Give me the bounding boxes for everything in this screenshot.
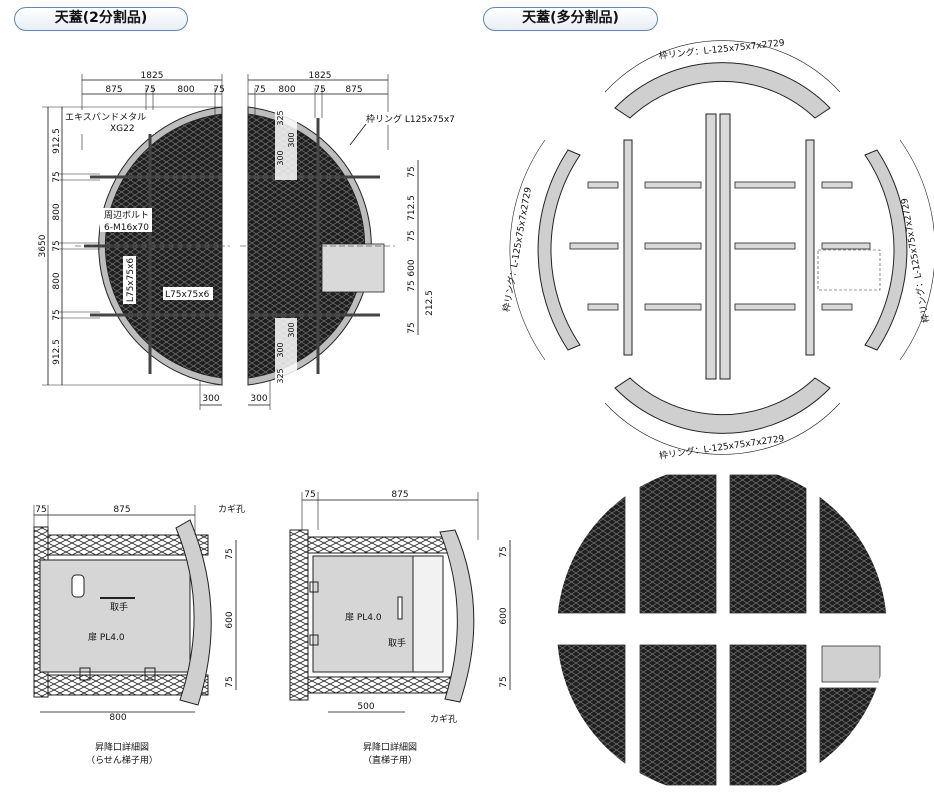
label-expanded-metal-spec: XG22	[110, 124, 135, 134]
dim-label: 75	[35, 505, 46, 515]
dim-label: 75	[499, 546, 509, 557]
dims-right-vertical: 75 712.5 75 600 75 212.5 75	[407, 160, 435, 335]
dim-label: 212.5	[425, 290, 435, 316]
two-split-left-half	[75, 106, 230, 386]
label-key-hole: カギ孔	[430, 714, 457, 725]
dim-label: 800	[109, 713, 126, 723]
detail-spiral	[33, 505, 237, 713]
label-frame-ring: 枠リング L125x75x7	[366, 113, 455, 125]
dim-label: 600	[499, 607, 509, 624]
dim-label: 300	[276, 342, 285, 357]
dim-label: 600	[225, 611, 235, 628]
caption-straight-1: 昇降口詳細図	[363, 741, 417, 753]
dim-label: 75	[304, 490, 315, 500]
dim-label: 75	[407, 280, 417, 291]
dim-label: 912.5	[52, 128, 62, 154]
dim-label: 300	[202, 394, 219, 404]
dim-label: 75	[254, 85, 265, 95]
label-handle: 取手	[110, 601, 128, 613]
dim-label: 875	[113, 505, 130, 515]
section-header-multi-split: 天蓋(多分割品)	[483, 7, 658, 31]
dim-label: 75	[314, 85, 325, 95]
dim-label: 75	[225, 676, 235, 687]
ring-label-top: 枠リング：L-125x75x7x2729	[658, 36, 785, 61]
multi-split-frame	[509, 40, 934, 455]
dim-label: 1825	[309, 71, 332, 81]
dim-label: 300	[287, 322, 296, 337]
two-split-right-half	[240, 106, 395, 386]
dim-label: 800	[177, 85, 194, 95]
dim-label: 75	[407, 322, 417, 333]
bottom-dims: 300 300	[199, 380, 271, 410]
caption-spiral-1: 昇降口詳細図	[95, 741, 149, 753]
label-key-hole: カギ孔	[218, 504, 245, 515]
caption-straight-2: （直梯子用）	[363, 754, 417, 766]
dim-label: 500	[357, 702, 374, 712]
label-expanded-metal: エキスパンドメタル	[65, 112, 146, 123]
dim-label: 875	[345, 85, 362, 95]
dim-label: 1825	[141, 71, 164, 81]
dim-label: 325	[276, 110, 285, 125]
dim-label: 300	[250, 394, 267, 404]
caption-spiral-2: （らせん梯子用）	[86, 754, 158, 766]
dim-label: 300	[276, 150, 285, 165]
label-door: 扉 PL4.0	[88, 631, 125, 643]
label-angle-v: L75x75x6	[126, 258, 136, 303]
part-labels: エキスパンドメタル XG22 周辺ボルト 6-M16x70 L75x75x6 L…	[63, 110, 472, 304]
section-header-two-split: 天蓋(2分割品)	[14, 7, 188, 31]
dim-label: 800	[52, 203, 62, 220]
label-bolt: 周辺ボルト	[104, 210, 149, 221]
dim-label: 75	[499, 676, 509, 687]
dim-label: 75	[52, 240, 62, 251]
dim-label: 3650	[38, 234, 48, 257]
inner-dims: 325 300 300 300 300 325	[275, 108, 297, 388]
dim-label: 75	[52, 309, 62, 320]
dim-label: 75	[407, 166, 417, 177]
dim-label: 712.5	[407, 195, 417, 221]
label-handle: 取手	[388, 637, 406, 649]
ring-label-bottom: 枠リング：L-125x75x7x2729	[658, 432, 785, 462]
label-bolt-spec: 6-M16x70	[104, 223, 149, 233]
dim-label: 75	[407, 230, 417, 241]
dim-label: 800	[278, 85, 295, 95]
label-door: 扉 PL4.0	[345, 611, 382, 623]
dim-label: 300	[287, 132, 296, 147]
dim-label: 800	[52, 272, 62, 289]
dim-label: 912.5	[52, 339, 62, 365]
multi-split-panels	[557, 474, 887, 786]
dim-label: 75	[144, 85, 155, 95]
dim-label: 75	[213, 85, 224, 95]
dims-left-vertical: 3650 912.5 75 800 75 800 75 912.5	[38, 106, 222, 386]
dim-label: 75	[52, 171, 62, 182]
dim-label: 875	[105, 85, 122, 95]
label-angle-h: L75x75x6	[165, 290, 210, 300]
ring-label-left: 枠リング：L-125x75x7x2729	[500, 186, 534, 313]
dim-label: 600	[407, 259, 417, 276]
dim-label: 325	[276, 368, 285, 383]
detail-straight	[289, 492, 511, 713]
dim-label: 75	[225, 548, 235, 559]
dim-label: 875	[391, 490, 408, 500]
